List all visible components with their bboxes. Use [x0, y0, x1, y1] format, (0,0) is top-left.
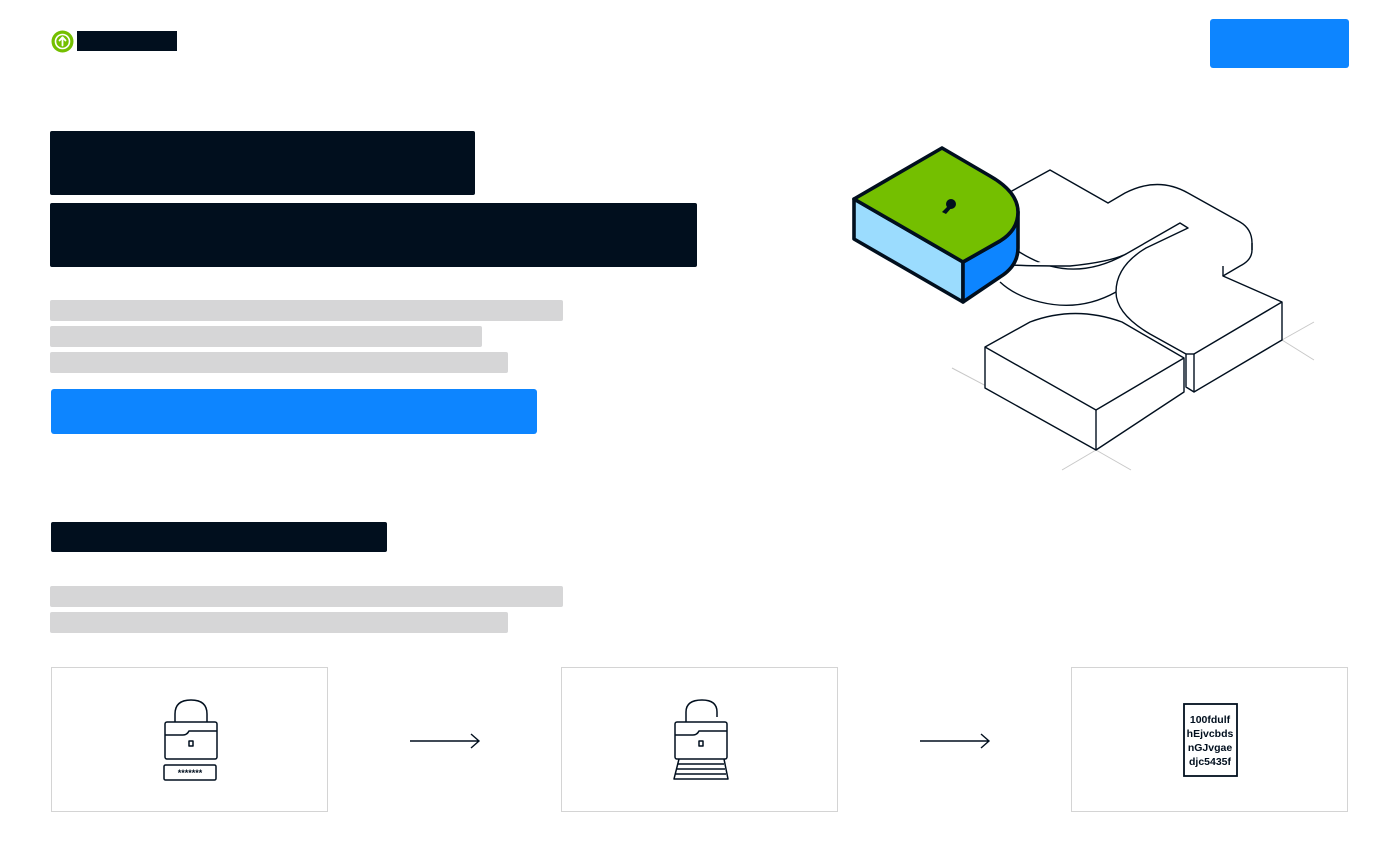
step-card-3: 100fdulf hEjvcbds nGJvgae djc5435f: [1071, 667, 1348, 812]
section-body-line: [50, 586, 563, 607]
encrypted-document-icon: 100fdulf hEjvcbds nGJvgae djc5435f: [1183, 703, 1238, 777]
arrow-right-icon: [920, 733, 991, 749]
hero-title-line-2: [50, 203, 697, 267]
unlocked-lock-documents-icon: [673, 699, 729, 780]
step-card-2: [561, 667, 838, 812]
password-mask: *******: [178, 768, 203, 778]
hero-cta-button[interactable]: [51, 389, 537, 434]
isometric-lock-key-icon: [852, 146, 1315, 471]
hash-line: 100fdulf: [1190, 714, 1231, 726]
hash-line: nGJvgae: [1188, 742, 1233, 754]
section-body-line: [50, 612, 508, 633]
section-title: [51, 522, 387, 552]
hero-body-line: [50, 352, 508, 373]
lock-password-icon: *******: [163, 699, 218, 781]
hash-line: djc5435f: [1189, 756, 1232, 768]
hero-body-line: [50, 326, 482, 347]
hero-body-line: [50, 300, 563, 321]
hero-title-line-1: [50, 131, 475, 195]
arrow-up-circle-icon: [51, 30, 74, 53]
arrow-right-icon: [410, 733, 481, 749]
hash-line: hEjvcbds: [1187, 728, 1234, 740]
brand-name: [77, 31, 177, 51]
header-cta-button[interactable]: [1210, 19, 1349, 68]
step-card-1: *******: [51, 667, 328, 812]
